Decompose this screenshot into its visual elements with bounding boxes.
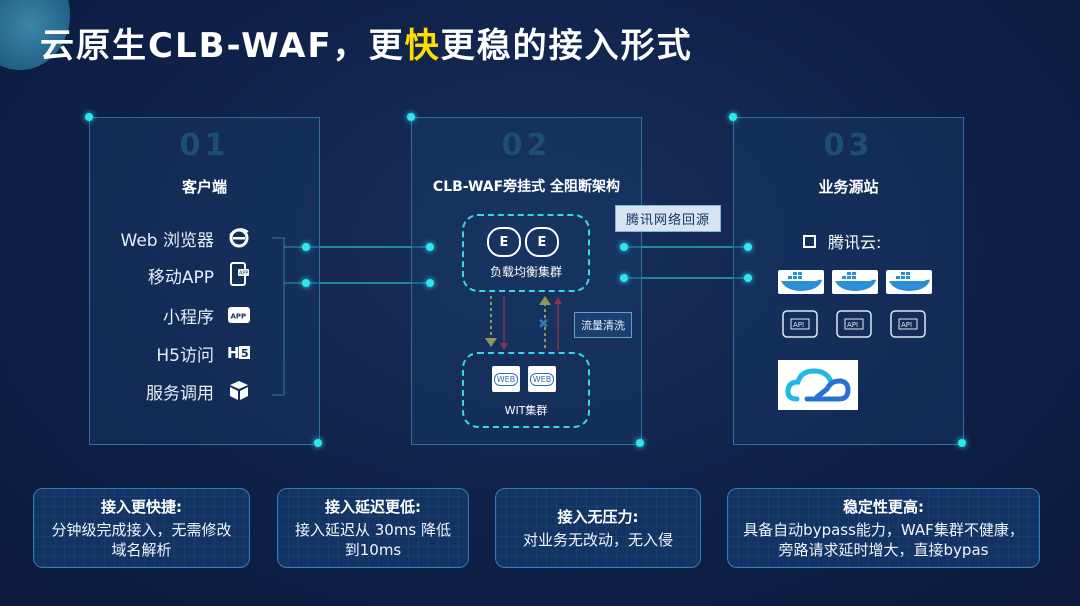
tencent-cloud-logo (778, 360, 858, 410)
api-icon: API (835, 309, 873, 339)
connector-dot (620, 274, 628, 282)
lb-node-icon: E (525, 227, 559, 257)
panel-clb-waf: 02 CLB-WAF旁挂式 全阻断架构 (411, 117, 642, 445)
title-highlight: 快 (404, 26, 441, 66)
connector-dot (302, 279, 310, 287)
connector-dot (620, 243, 628, 251)
web-node-icon: WEB (492, 366, 520, 392)
svg-text:API: API (793, 321, 804, 329)
load-balancer-cluster (462, 214, 590, 292)
connector-dot (426, 279, 434, 287)
wit-cluster (462, 352, 590, 428)
client-item-h5: H5访问 (156, 345, 214, 366)
svg-text:API: API (901, 321, 912, 329)
panel-number: 01 (179, 128, 230, 163)
corner-dot (729, 113, 737, 121)
web-node-icon: WEB (528, 366, 556, 392)
corner-dot (407, 113, 415, 121)
client-item-service: 服务调用 (146, 383, 214, 404)
svg-text:H: H (227, 344, 240, 362)
tencent-network-tag: 腾讯网络回源 (615, 205, 722, 232)
tencent-cloud-row: 腾讯云: (803, 229, 881, 253)
app-icon: APP (228, 304, 250, 326)
client-item-app: 移动APP (147, 267, 214, 288)
corner-dot (958, 439, 966, 447)
panel-number: 03 (823, 128, 874, 163)
svg-text:APP: APP (239, 271, 248, 277)
api-icon: API (889, 309, 927, 339)
square-bullet-icon (803, 234, 816, 248)
panel-client: 01 客户端 (89, 117, 320, 445)
feature-low-latency: 接入延迟更低: 接入延迟从 30ms 降低 到10ms (277, 488, 469, 568)
feature-fast-access: 接入更快捷: 分钟级完成接入，无需修改 域名解析 (33, 488, 250, 568)
client-item-miniprogram: 小程序 (163, 307, 214, 328)
corner-dot (636, 439, 644, 447)
panel-title: CLB-WAF旁挂式 全阻断架构 (432, 179, 621, 195)
traffic-cleaning-tag: 流量清洗 (574, 312, 632, 338)
connector-dot (302, 243, 310, 251)
svg-text:APP: APP (231, 313, 247, 321)
panel-title: 客户端 (181, 178, 227, 196)
ie-browser-icon (228, 227, 250, 249)
client-item-web: Web 浏览器 (120, 230, 214, 251)
feature-no-pressure: 接入无压力: 对业务无改动，无入侵 (495, 488, 701, 568)
lb-node-icon: E (487, 227, 521, 257)
docker-icon (778, 270, 824, 294)
connector-dot (744, 274, 752, 282)
svg-text:API: API (847, 321, 858, 329)
lb-label: 负载均衡集群 (489, 265, 562, 279)
connector-dot (744, 243, 752, 251)
docker-icon (832, 270, 878, 294)
cube-icon (228, 379, 250, 401)
api-icon: API (781, 309, 819, 339)
docker-icon (886, 270, 932, 294)
page-title: 云原生CLB-WAF，更快更稳的接入形式 (40, 26, 693, 66)
corner-dot (314, 439, 322, 447)
corner-dot (85, 113, 93, 121)
wit-label: WIT集群 (504, 404, 548, 417)
connector-dot (426, 243, 434, 251)
panel-number: 02 (501, 128, 552, 163)
feature-high-stability: 稳定性更高: 具备自动bypass能力，WAF集群不健康， 旁路请求延时增大，直… (727, 488, 1040, 568)
svg-text:5: 5 (241, 347, 249, 360)
panel-title: 业务源站 (818, 178, 879, 196)
mobile-app-icon: APP (228, 262, 250, 286)
